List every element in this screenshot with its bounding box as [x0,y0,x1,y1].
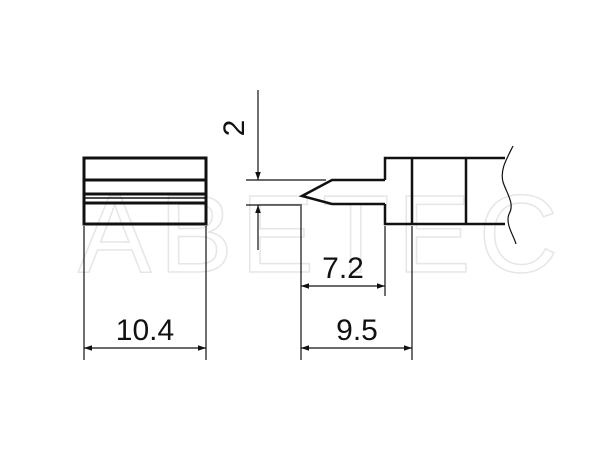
thickness-extension-lines [246,179,326,206]
left-view-block [82,156,208,226]
side-view-body [410,158,468,224]
side-extension-lines [300,204,413,360]
break-line [501,145,517,245]
left-extension-lines [83,226,207,360]
dimension-label-thickness: 2 [218,120,251,137]
dimension-label-overall-length: 9.5 [336,314,378,347]
dimension-label-left-width: 10.4 [116,314,174,347]
dimension-label-tip-length: 7.2 [322,252,364,285]
